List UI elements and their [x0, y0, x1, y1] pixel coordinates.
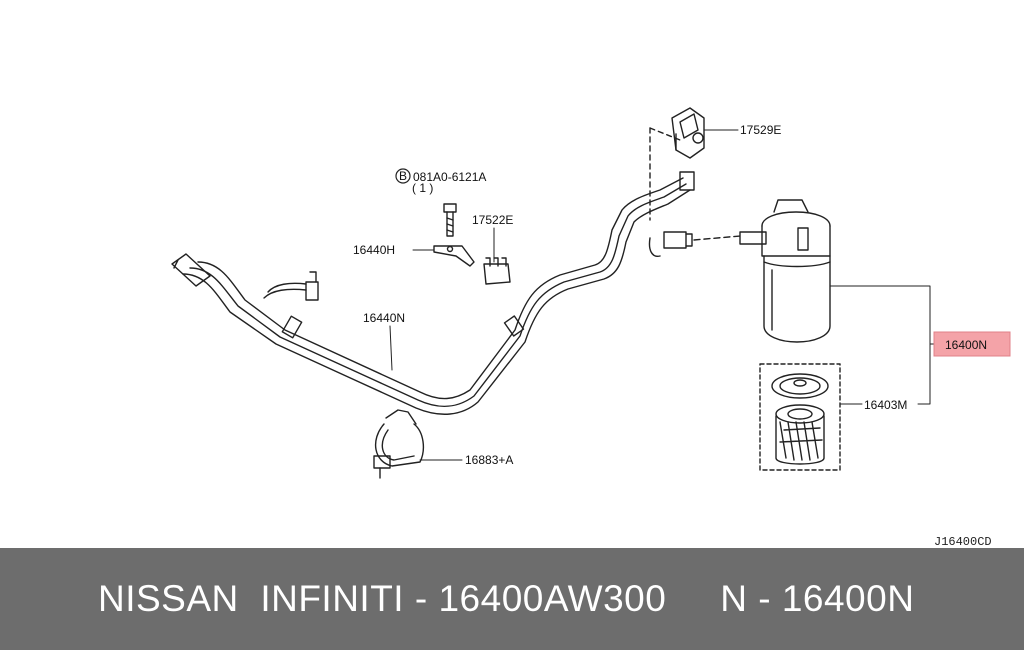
bracket-16440h	[433, 245, 475, 267]
label-16400n: 16400N	[945, 338, 987, 352]
diagram-code: J16400CD	[934, 535, 992, 548]
label-bolt-qty: ( 1 )	[412, 181, 433, 195]
label-16883a: 16883+A	[465, 453, 513, 467]
bolt-marker-circle	[395, 168, 411, 184]
label-17522e: 17522E	[472, 213, 513, 227]
bolt-081a0	[443, 203, 457, 237]
parts-diagram: B 081A0-6121A ( 1 ) 17529E 17522E 16440H…	[171, 107, 1011, 548]
footer-ref-part: N - 16400N	[720, 578, 915, 619]
clamp-16883a	[373, 409, 425, 479]
bolt-marker-label: B	[399, 169, 407, 183]
label-16403m: 16403M	[864, 398, 907, 412]
footer-bar: NISSAN INFINITI - 16400AW300 N - 16400N	[0, 548, 1024, 650]
fuel-tube-16440n	[171, 171, 695, 415]
highlight-16400n	[933, 331, 1011, 357]
footer-separator	[666, 578, 720, 619]
footer-title: NISSAN INFINITI - 16400AW300 N - 16400N	[98, 578, 914, 620]
filter-element-16403m	[759, 363, 841, 471]
fuel-filter-16400n	[739, 199, 831, 343]
leader-lines	[389, 129, 943, 461]
label-16440h: 16440H	[353, 243, 395, 257]
footer-brand-part: NISSAN INFINITI - 16400AW300	[98, 578, 667, 619]
dash-line-filter	[693, 235, 741, 241]
label-081a0-6121a: 081A0-6121A	[413, 170, 486, 184]
clip-17529e	[671, 107, 705, 159]
label-16440n: 16440N	[363, 311, 405, 325]
label-17529e: 17529E	[740, 123, 781, 137]
clip-17522e	[483, 257, 511, 285]
